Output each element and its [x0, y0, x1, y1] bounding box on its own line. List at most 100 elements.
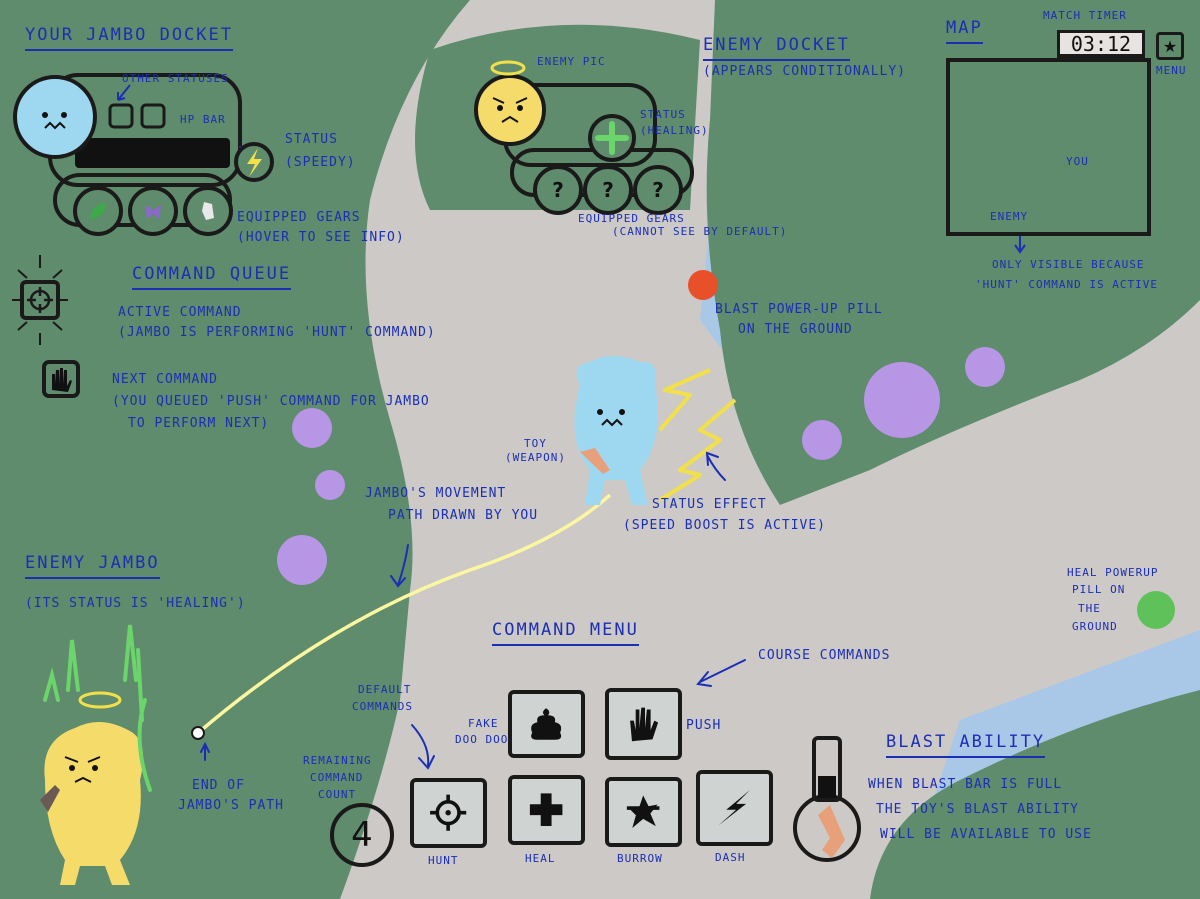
default-commands-label-1: DEFAULT [358, 683, 411, 697]
blast-ability-title: BLAST ABILITY [886, 732, 1045, 758]
toy-label-1: TOY [524, 437, 547, 451]
map-note-1: ONLY VISIBLE BECAUSE [992, 258, 1144, 272]
pill-purple-5 [965, 347, 1005, 387]
heal-button[interactable] [508, 775, 585, 845]
shell-gear-icon [196, 199, 220, 223]
burrow-button[interactable] [605, 777, 682, 847]
burrow-icon [619, 790, 667, 833]
fake-doodoo-label-2: DOO DOO [455, 733, 508, 747]
hunt-button[interactable] [410, 778, 487, 848]
dash-label: DASH [715, 851, 746, 865]
burrow-label: BURROW [617, 852, 663, 866]
blast-pill-label-1: BLAST POWER-UP PILL [715, 302, 883, 318]
path-end-label-2: JAMBO'S PATH [178, 798, 284, 814]
push-label: PUSH [686, 718, 721, 734]
enemy-gears-hint: (CANNOT SEE BY DEFAULT) [612, 225, 787, 239]
map-note-2: 'HUNT' COMMAND IS ACTIVE [975, 278, 1158, 292]
gear-slot-3[interactable] [183, 186, 233, 236]
hand-icon [619, 702, 667, 747]
heal-pill-label-4: GROUND [1072, 620, 1118, 634]
minimap[interactable] [946, 58, 1151, 236]
pill-purple-2 [315, 470, 345, 500]
enemy-docket-title: ENEMY DOCKET [703, 35, 850, 61]
map-title: MAP [946, 18, 983, 44]
status-label-title: STATUS [285, 132, 338, 148]
cross-icon [522, 788, 570, 831]
dash-button[interactable] [696, 770, 773, 846]
blast-ability-line-2: THE TOY'S BLAST ABILITY [876, 802, 1079, 818]
enemy-status-healing: (HEALING) [640, 124, 709, 138]
status-effect-label: STATUS EFFECT [652, 497, 767, 513]
path-end-label-1: END OF [192, 778, 245, 794]
fake-doodoo-label-1: FAKE [468, 717, 499, 731]
push-button[interactable] [605, 688, 682, 760]
heal-pill-label-2: PILL ON [1072, 583, 1125, 597]
active-command-label: ACTIVE COMMAND [118, 305, 242, 321]
hunt-label: HUNT [428, 854, 459, 868]
default-commands-label-2: COMMANDS [352, 700, 413, 714]
status-effect-desc: (SPEED BOOST IS ACTIVE) [623, 518, 826, 534]
map-you-label: YOU [1066, 155, 1089, 169]
path-label-1: JAMBO'S MOVEMENT [365, 486, 506, 502]
course-commands-label: COURSE COMMANDS [758, 648, 890, 664]
pill-purple-4 [864, 362, 940, 438]
gear-slot-1[interactable] [73, 186, 123, 236]
hp-bar [75, 138, 230, 168]
enemy-gear-slot-2: ? [583, 165, 633, 215]
next-command-desc-2: TO PERFORM NEXT) [128, 416, 269, 432]
fake-doodoo-button[interactable] [508, 690, 585, 758]
command-menu-title: COMMAND MENU [492, 620, 639, 646]
menu-button[interactable]: ★ [1156, 32, 1184, 60]
remaining-command-count: 4 [330, 803, 394, 867]
next-command-desc-1: (YOU QUEUED 'PUSH' COMMAND FOR JAMBO [112, 394, 430, 410]
enemy-gear-slot-1: ? [533, 165, 583, 215]
blast-ability-line-3: WILL BE AVAILABLE TO USE [880, 827, 1092, 843]
match-timer: 03:12 [1057, 30, 1145, 60]
enemy-jambo-status: (ITS STATUS IS 'HEALING') [25, 596, 246, 612]
queue-title: COMMAND QUEUE [132, 264, 291, 290]
docket-title: YOUR JAMBO DOCKET [25, 25, 233, 51]
heal-label: HEAL [525, 852, 556, 866]
heal-pill [1137, 591, 1175, 629]
heal-pill-label-3: THE [1078, 602, 1101, 616]
enemy-avatar[interactable] [476, 76, 544, 144]
blast-ability-line-1: WHEN BLAST BAR IS FULL [868, 777, 1062, 793]
map-enemy-label: ENEMY [990, 210, 1028, 224]
menu-label: MENU [1156, 64, 1187, 78]
player-avatar[interactable] [15, 77, 95, 157]
toy-label-2: (WEAPON) [505, 451, 566, 465]
enemy-docket-subtitle: (APPEARS CONDITIONALLY) [703, 64, 906, 80]
crosshair-icon [424, 791, 472, 834]
pill-purple-3 [277, 535, 327, 585]
blast-pill-label-2: ON THE GROUND [738, 322, 853, 338]
bow-gear-icon [141, 199, 165, 223]
pill-purple-6 [802, 420, 842, 460]
enemy-pic-label: ENEMY PIC [537, 55, 606, 69]
gears-label: EQUIPPED GEARS [237, 210, 361, 226]
leaf-gear-icon [86, 199, 110, 223]
enemy-jambo-title: ENEMY JAMBO [25, 553, 160, 579]
blast-bar-fill [818, 776, 836, 798]
enemy-status-label: STATUS [640, 108, 686, 122]
active-command-desc: (JAMBO IS PERFORMING 'HUNT' COMMAND) [118, 325, 436, 341]
enemy-gear-slot-3: ? [633, 165, 683, 215]
enemy-gears-label: EQUIPPED GEARS [578, 212, 685, 226]
hp-bar-label: HP BAR [180, 113, 226, 127]
status-label-speedy: (SPEEDY) [285, 155, 356, 171]
heal-pill-label-1: HEAL POWERUP [1067, 566, 1158, 580]
blast-pill [688, 270, 718, 300]
remaining-count-label-2: COMMAND [310, 771, 363, 785]
dash-bolt-icon [710, 784, 758, 832]
other-statuses-label: OTHER STATUSES [122, 72, 229, 86]
next-command-label: NEXT COMMAND [112, 372, 218, 388]
gear-slot-2[interactable] [128, 186, 178, 236]
timer-label: MATCH TIMER [1043, 9, 1127, 23]
star-icon: ★ [1163, 37, 1177, 56]
gears-hint: (HOVER TO SEE INFO) [237, 230, 405, 246]
poop-icon [522, 703, 570, 745]
path-end-marker [192, 727, 204, 739]
remaining-count-label-3: COUNT [318, 788, 356, 802]
path-label-2: PATH DRAWN BY YOU [388, 508, 538, 524]
remaining-count-label-1: REMAINING [303, 754, 372, 768]
pill-purple-1 [292, 408, 332, 448]
